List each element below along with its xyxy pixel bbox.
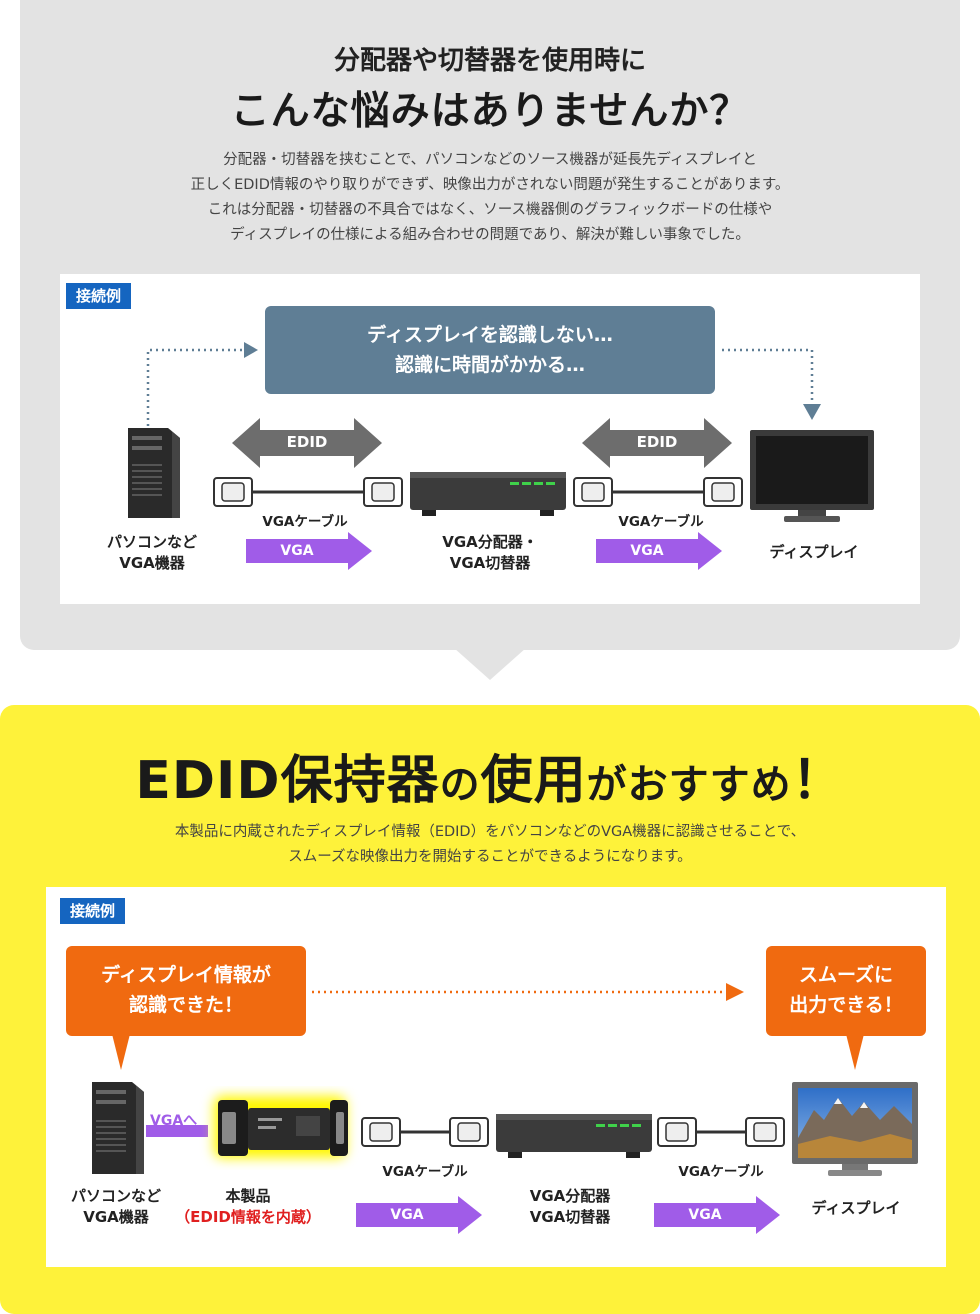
cable-label-right: VGAケーブル <box>678 1164 764 1180</box>
pc-label-line-1: パソコンなど <box>106 533 197 551</box>
pc-label: パソコンなど VGA機器 <box>52 1186 180 1228</box>
problem-title: こんな悩みはありませんか？ <box>230 89 750 134</box>
solution-title-part-2: の <box>439 762 481 808</box>
vga-signal-arrow: VGA <box>356 1196 482 1234</box>
vga-signal-arrow: VGA <box>654 1196 780 1234</box>
pc-label-line-2: VGA機器 <box>83 1208 149 1226</box>
solution-title-part-5: ！ <box>791 751 845 811</box>
edid-recognized-bubble: ディスプレイ情報が 認識できた！ <box>66 946 306 1036</box>
bubble-left-line-1: ディスプレイ情報が <box>101 964 271 986</box>
solution-desc-line-2: スムーズな映像出力を開始することができるようになります。 <box>288 849 692 865</box>
pc-tower-icon <box>92 1082 144 1174</box>
problem-description: 分配器・切替器を挟むことで、パソコンなどのソース機器が延長先ディスプレイと 正し… <box>0 148 980 248</box>
edid-arrow-right <box>582 418 732 468</box>
arrow-head-icon <box>348 532 372 570</box>
vga-cable-icon <box>213 477 403 507</box>
pc-label: パソコンなど VGA機器 <box>88 532 216 574</box>
splitter-label-line-1: VGA分配器・ <box>442 533 538 551</box>
bubble-right-line-2: 出力できる！ <box>789 994 903 1016</box>
vga-cable-icon <box>657 1117 785 1147</box>
pc-label-line-2: VGA機器 <box>119 554 185 572</box>
arrow-head-icon <box>698 532 722 570</box>
display-label: ディスプレイ <box>811 1199 901 1217</box>
splitter-label: VGA分配器・ VGA切替器 <box>420 532 560 574</box>
edid-arrow-left <box>232 418 382 468</box>
vga-arrow-label: VGA <box>246 539 348 563</box>
bubble-tail <box>846 1034 864 1070</box>
solution-connector-line <box>312 983 744 1001</box>
pc-tower-icon <box>128 428 180 518</box>
solution-title-part-3: 使用 <box>480 751 587 811</box>
product-label: 本製品 （EDID情報を内蔵） <box>160 1186 336 1228</box>
vga-splitter-icon <box>496 1114 652 1158</box>
problem-desc-line-1: 分配器・切替器を挟むことで、パソコンなどのソース機器が延長先ディスプレイと <box>223 152 757 168</box>
bubble-tail <box>112 1034 130 1070</box>
solution-title: EDID保持器の使用がおすすめ！ <box>0 738 980 813</box>
vga-link-bar <box>146 1125 208 1137</box>
edid-label-left: EDID <box>286 433 328 451</box>
vga-splitter-icon <box>410 472 566 516</box>
vga-to-label: VGAへ <box>150 1113 198 1129</box>
bubble-right-line-1: スムーズに <box>798 964 894 986</box>
monitor-with-image-icon <box>792 1082 918 1176</box>
splitter-label-line-2: VGA切替器 <box>529 1208 611 1226</box>
splitter-label-line-1: VGA分配器 <box>529 1187 611 1205</box>
bubble-left-line-2: 認識できた！ <box>128 994 243 1016</box>
pc-label-line-1: パソコンなど <box>70 1187 161 1205</box>
splitter-label: VGA分配器 VGA切替器 <box>500 1186 640 1228</box>
edid-emulator-product-icon <box>214 1096 348 1158</box>
connection-example-tag: 接続例 <box>60 898 126 924</box>
cable-label-left: VGAケーブル <box>262 514 348 530</box>
panel-pointer <box>454 648 526 680</box>
edid-label-right: EDID <box>636 433 678 451</box>
solution-desc-line-1: 本製品に内蔵されたディスプレイ情報（EDID）をパソコンなどのVGA機器に認識さ… <box>174 824 806 840</box>
problem-bubble: ディスプレイを認識しない… 認識に時間がかかる… <box>265 306 715 394</box>
vga-signal-arrow: VGA <box>246 532 372 570</box>
connection-example-tag: 接続例 <box>66 283 132 309</box>
arrow-head-icon <box>458 1196 482 1234</box>
vga-signal-arrow: VGA <box>596 532 722 570</box>
smooth-output-bubble: スムーズに 出力できる！ <box>766 946 926 1036</box>
solution-description: 本製品に内蔵されたディスプレイ情報（EDID）をパソコンなどのVGA機器に認識さ… <box>0 820 980 870</box>
product-label-line-2: （EDID情報を内蔵） <box>175 1208 321 1226</box>
monitor-icon <box>750 430 874 522</box>
vga-arrow-label: VGA <box>596 539 698 563</box>
display-label: ディスプレイ <box>769 543 859 561</box>
solution-title-part-1: EDID保持器 <box>135 751 440 811</box>
problem-connector-lines <box>146 342 821 426</box>
splitter-label-line-2: VGA切替器 <box>449 554 531 572</box>
problem-bubble-line-1: ディスプレイを認識しない… <box>367 324 613 346</box>
vga-cable-icon <box>361 1117 489 1147</box>
cable-label-left: VGAケーブル <box>382 1164 468 1180</box>
problem-bubble-line-2: 認識に時間がかかる… <box>394 354 585 376</box>
problem-desc-line-3: これは分配器・切替器の不具合ではなく、ソース機器側のグラフィックボードの仕様や <box>207 202 773 218</box>
solution-title-part-4: がおすすめ <box>586 762 792 808</box>
arrow-head-icon <box>756 1196 780 1234</box>
product-label-line-1: 本製品 <box>225 1187 271 1205</box>
problem-subtitle: 分配器や切替器を使用時に <box>333 46 646 76</box>
problem-desc-line-2: 正しくEDID情報のやり取りができず、映像出力がされない問題が発生することがあり… <box>190 177 790 193</box>
vga-arrow-label: VGA <box>654 1203 756 1227</box>
vga-cable-icon <box>573 477 743 507</box>
vga-arrow-label: VGA <box>356 1203 458 1227</box>
problem-desc-line-4: ディスプレイの仕様による組み合わせの問題であり、解決が難しい事象でした。 <box>230 227 750 243</box>
cable-label-right: VGAケーブル <box>618 514 704 530</box>
